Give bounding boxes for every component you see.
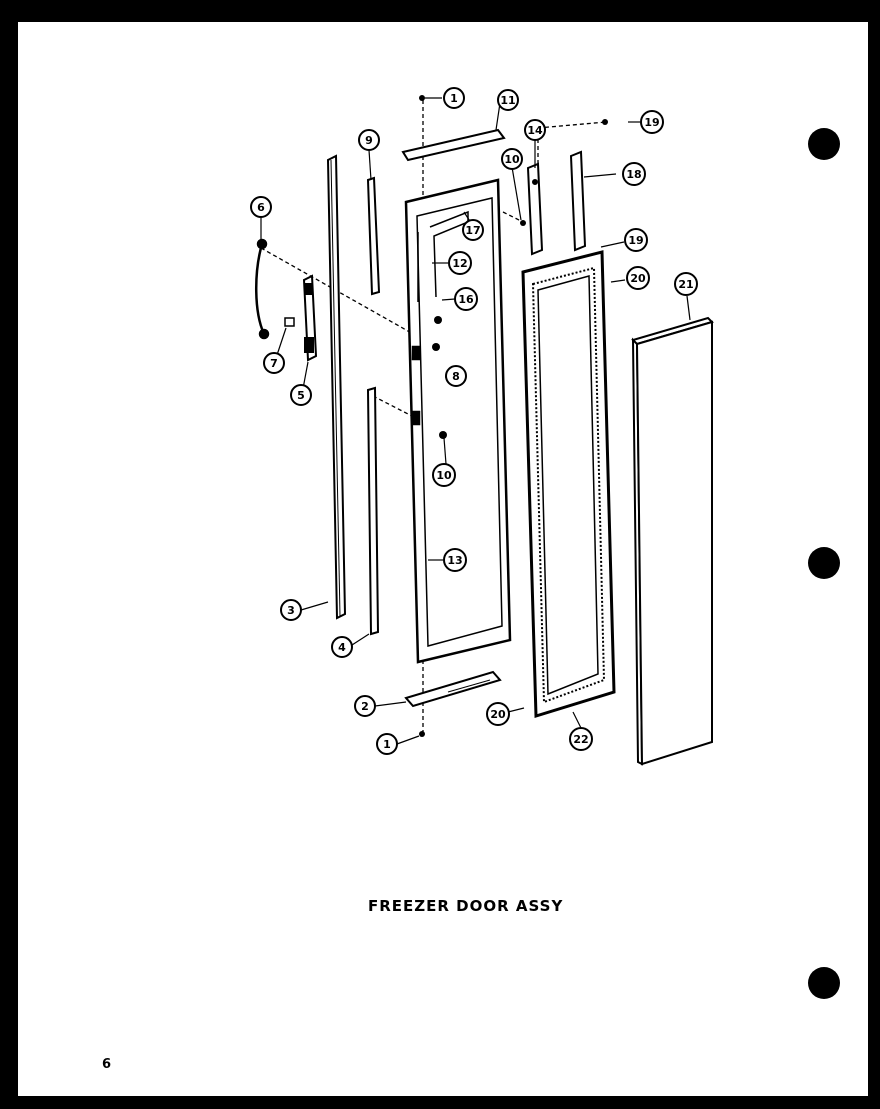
top-cap-part-11: [401, 128, 506, 162]
callout: 14: [524, 119, 546, 141]
clip-part-7: [284, 317, 295, 327]
callout-label: 11: [500, 94, 515, 107]
callout-label: 5: [297, 389, 305, 402]
callout-label: 21: [678, 278, 693, 291]
callout: 5: [290, 384, 312, 406]
callout: 1: [443, 87, 465, 109]
gasket-part-20: [521, 250, 616, 719]
lower-trim-part-4: [366, 386, 380, 636]
screw-icon: [520, 220, 526, 226]
callout-label: 20: [630, 272, 646, 285]
screw-icon: [434, 316, 442, 324]
callout-label: 6: [257, 201, 265, 214]
callout-label: 8: [452, 370, 460, 383]
bottom-cap-part-2: [404, 670, 502, 708]
callout-label: 3: [287, 604, 295, 617]
callout: 11: [497, 89, 519, 111]
binder-holes: [808, 128, 840, 999]
diagram-title: FREEZER DOOR ASSY: [368, 897, 564, 915]
exploded-parts-diagram: 1 11 19 14 18 9 10 16 17 6 12 19 20 21 1…: [250, 87, 840, 999]
callout-label: 1: [450, 92, 458, 105]
callout: 1: [376, 733, 398, 755]
callouts: 1 11 19 14 18 9 10 16 17 6 12 19 20 21 1…: [250, 87, 698, 755]
screw-icon: [419, 95, 425, 101]
callout-label: 17: [465, 224, 480, 237]
callout: 6: [250, 196, 272, 218]
callout-label: 9: [365, 134, 373, 147]
callout-label: 12: [452, 257, 467, 270]
fasteners: [419, 95, 608, 737]
callout-label: 10: [504, 153, 520, 166]
callout-label: 2: [361, 700, 369, 713]
callout-label: 16: [458, 293, 474, 306]
callout: 10: [432, 463, 456, 487]
callout: 8: [445, 365, 467, 387]
callout: 13: [443, 548, 467, 572]
trim-strip-part-3: [326, 154, 347, 620]
screw-icon: [439, 431, 447, 439]
hinge-plate-part-14: [526, 162, 544, 256]
callout-label: 19: [644, 116, 659, 129]
screw-icon: [419, 731, 425, 737]
screw-icon: [432, 343, 440, 351]
callout-label: 19: [628, 234, 643, 247]
callout-label: 1: [383, 738, 391, 751]
callout-label: 4: [338, 641, 346, 654]
callout-label: 22: [573, 733, 588, 746]
callout: 19: [624, 228, 648, 252]
screw-icon: [602, 119, 608, 125]
door-frame-part-13: [404, 178, 512, 664]
binder-hole: [808, 128, 840, 160]
callout-label: 10: [436, 469, 452, 482]
callout: 17: [462, 219, 484, 241]
callout: 7: [263, 352, 285, 374]
callout: 21: [674, 272, 698, 296]
callout: 20: [626, 266, 650, 290]
binder-hole: [808, 967, 840, 999]
callout: 4: [331, 636, 353, 658]
callout-label: 18: [626, 168, 641, 181]
hinge-bracket-part-5: [302, 274, 318, 362]
leader-lines: [260, 97, 691, 745]
callout: 20: [486, 702, 510, 726]
callout: 10: [501, 148, 523, 170]
callout: 9: [358, 129, 380, 151]
callout: 12: [448, 251, 472, 275]
callout-label: 14: [527, 124, 543, 137]
upper-trim-part-9: [366, 176, 381, 296]
callout-label: 7: [270, 357, 278, 370]
callout: 22: [569, 727, 593, 751]
handle-part-6: [255, 238, 270, 340]
callout: 3: [280, 599, 302, 621]
parts-sheet: 1 11 19 14 18 9 10 16 17 6 12 19 20 21 1…: [18, 22, 868, 1096]
callout-label: 13: [447, 554, 462, 567]
callout-label: 20: [490, 708, 506, 721]
callout: 19: [640, 110, 664, 134]
binder-hole: [808, 547, 840, 579]
hinge-cover-part-18: [569, 150, 587, 252]
callout: 18: [622, 162, 646, 186]
callout: 16: [454, 287, 478, 311]
liner-panel-part-21: [631, 316, 714, 766]
callout: 2: [354, 695, 376, 717]
page-number: 6: [102, 1057, 112, 1072]
